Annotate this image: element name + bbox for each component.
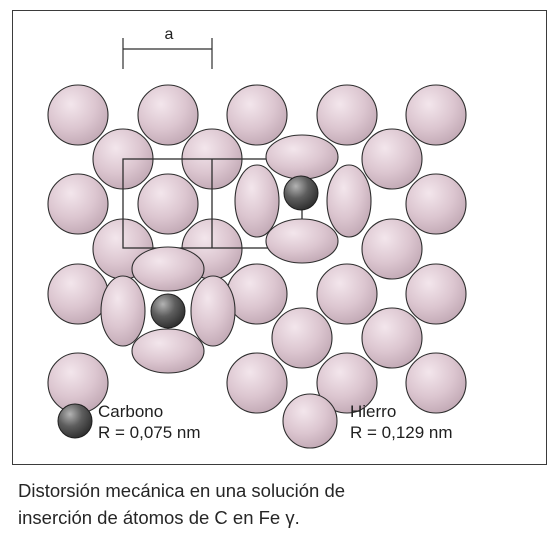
iron-atom: [361, 218, 423, 280]
carbon-atom: [150, 293, 186, 329]
iron-atom: [316, 352, 378, 414]
figure-caption: Distorsión mecánica en una solución de i…: [18, 477, 538, 531]
iron-atom-distorted: [131, 328, 205, 374]
iron-atom: [361, 307, 423, 369]
iron-atom: [226, 263, 288, 325]
diagram-frame: a: [12, 10, 547, 465]
iron-atom-distorted: [190, 275, 236, 347]
iron-atom: [137, 173, 199, 235]
iron-atom: [47, 173, 109, 235]
iron-legend-radius: R = 0,129 nm: [350, 423, 453, 442]
distorted-iron-atoms-lower: [100, 246, 236, 374]
distorted-iron-atoms-upper: [234, 134, 372, 264]
iron-atom: [316, 263, 378, 325]
dimension-label: a: [165, 26, 174, 43]
iron-atom: [137, 84, 199, 146]
dimension-a: a: [122, 26, 213, 69]
iron-atom: [361, 128, 423, 190]
carbon-legend-icon: [57, 403, 93, 439]
carbon-legend-name: Carbono: [98, 402, 164, 421]
iron-atom-distorted: [265, 218, 339, 264]
iron-atom-distorted: [131, 246, 205, 292]
iron-atom: [226, 352, 288, 414]
carbon-atom: [283, 175, 319, 211]
iron-atom: [405, 173, 467, 235]
carbon-atoms: [150, 175, 319, 329]
iron-atom: [405, 263, 467, 325]
caption-line-2: inserción de átomos de C en Fe γ.: [18, 507, 300, 528]
iron-atom-distorted: [234, 164, 280, 238]
iron-atom-distorted: [265, 134, 339, 180]
iron-atom: [316, 84, 378, 146]
iron-atom: [405, 84, 467, 146]
iron-atom: [47, 84, 109, 146]
iron-legend-icon: [282, 393, 338, 449]
iron-atom-distorted: [100, 275, 146, 347]
legend-symbols: [57, 393, 338, 449]
iron-atom: [271, 307, 333, 369]
iron-atom: [226, 84, 288, 146]
iron-atoms: [47, 84, 467, 414]
iron-atom: [405, 352, 467, 414]
iron-atom-distorted: [326, 164, 372, 238]
lattice-diagram: a: [47, 26, 467, 449]
carbon-legend-radius: R = 0,075 nm: [98, 423, 201, 442]
iron-legend-name: Hierro: [350, 402, 397, 421]
caption-line-1: Distorsión mecánica en una solución de: [18, 480, 346, 501]
iron-atom: [47, 263, 109, 325]
